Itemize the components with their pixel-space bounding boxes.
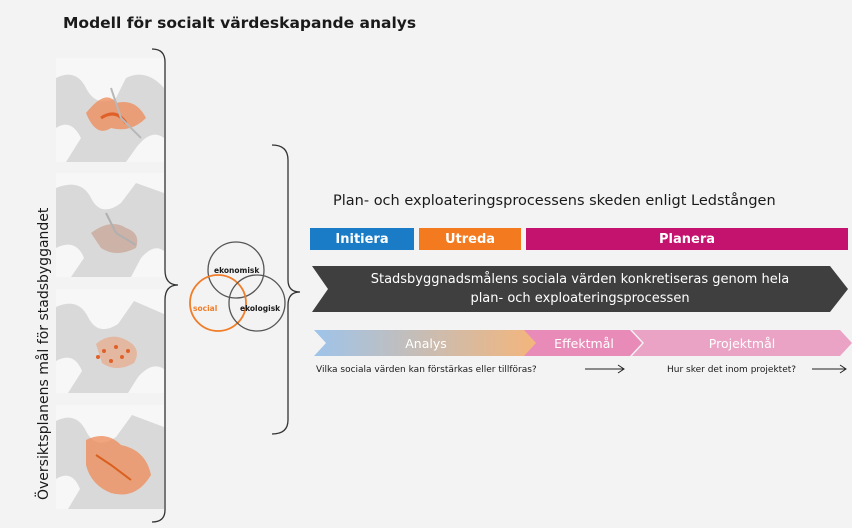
projektmal-chevron (632, 330, 852, 356)
analys-chevron (314, 330, 540, 356)
venn-label-ecological: ekologisk (240, 304, 281, 313)
map-thumbnail (56, 289, 164, 393)
page-title: Modell för socialt värdeskapande analys (63, 14, 417, 32)
process-banner-arrow (312, 266, 848, 312)
venn-label-economic: ekonomisk (214, 266, 260, 275)
social-circle (189, 274, 247, 332)
banner-line-2: plan- och exploateringsprocessen (470, 291, 690, 306)
economic-circle (207, 241, 265, 299)
ecological-circle (228, 274, 286, 332)
phase-initiera: Initiera (310, 228, 414, 250)
phase-planera: Planera (526, 228, 848, 250)
process-heading: Plan- och exploateringsprocessens skeden… (333, 193, 776, 209)
question-2-arrow (812, 364, 847, 374)
right-brace (271, 144, 301, 435)
question-2: Hur sker det inom projektet? (667, 365, 797, 375)
effektmal-chevron (524, 330, 642, 356)
map-thumbnail (56, 58, 164, 162)
step-projektmal: Projektmål (708, 335, 776, 351)
map-thumbnail (56, 173, 164, 277)
phase-utreda: Utreda (419, 228, 521, 250)
venn-label-social: social (193, 304, 218, 313)
step-effektmal: Effektmål (554, 335, 614, 351)
left-brace (151, 48, 179, 523)
process-banner: Stadsbyggnadsmålens sociala värden konkr… (330, 268, 830, 310)
banner-line-1: Stadsbyggnadsmålens sociala värden konkr… (370, 272, 790, 287)
question-1: Vilka sociala värden kan förstärkas elle… (316, 365, 537, 375)
step-analys: Analys (405, 335, 447, 351)
question-1-arrow (585, 364, 625, 374)
map-thumbnail (56, 405, 164, 509)
